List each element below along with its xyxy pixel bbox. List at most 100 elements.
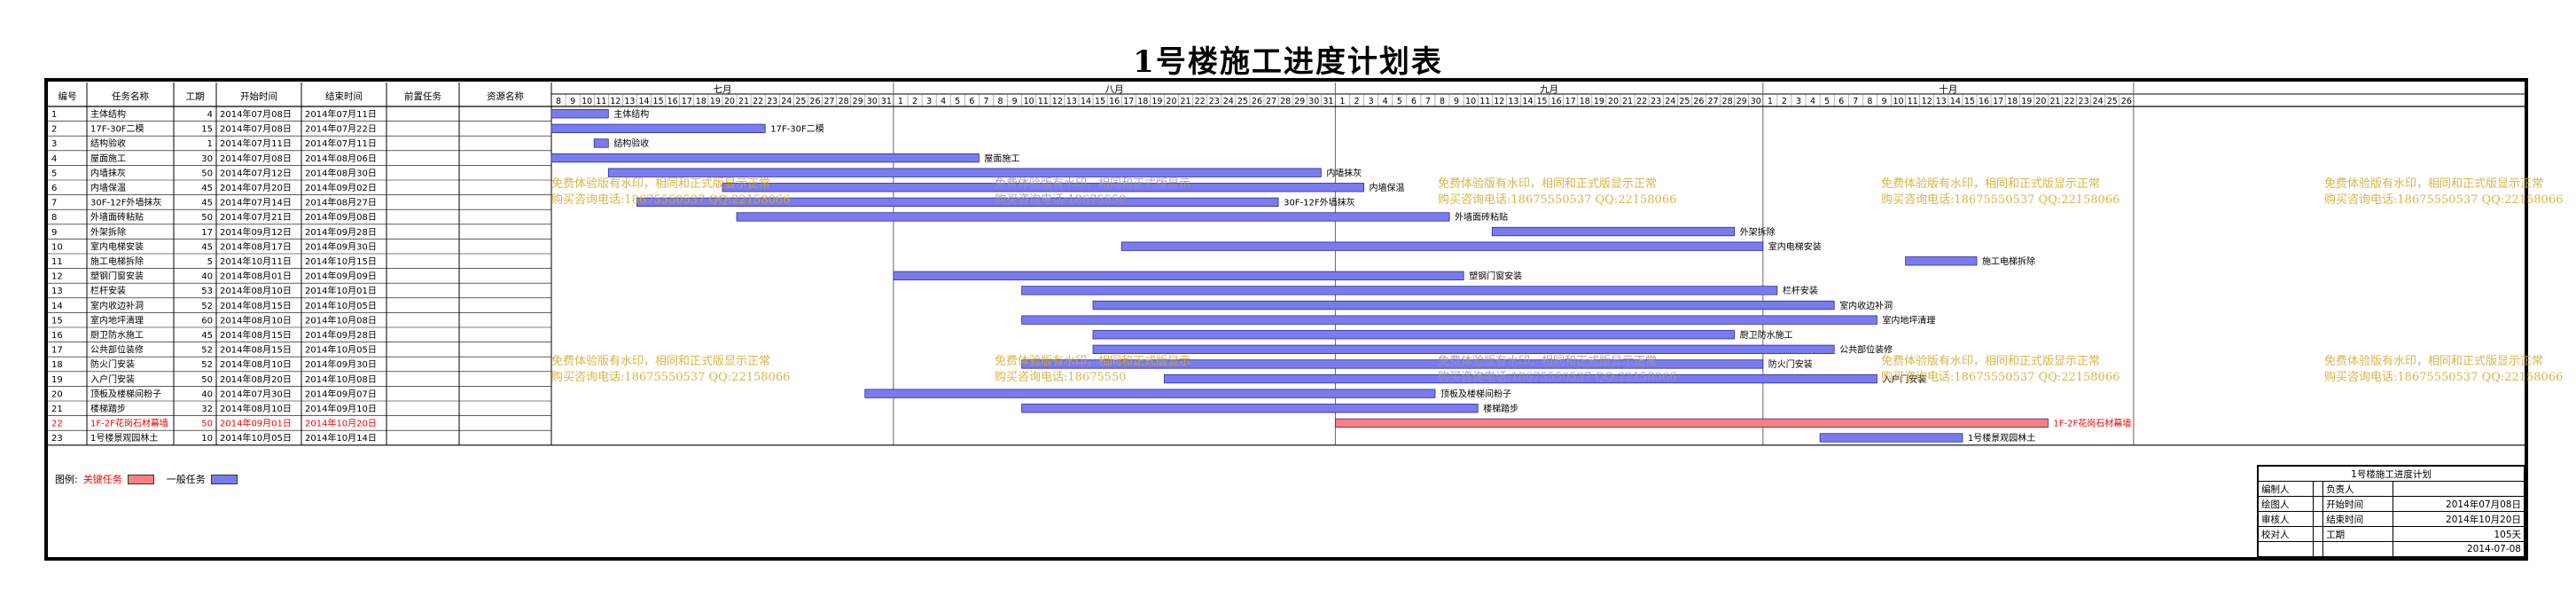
task-duration: 52	[201, 346, 213, 356]
task-duration: 53	[201, 287, 213, 296]
task-name: 入户门安装	[90, 373, 135, 385]
task-name: 室内地坪清理	[90, 314, 144, 326]
day-tick-label: 6	[1411, 97, 1417, 106]
task-duration: 45	[201, 199, 213, 208]
task-start: 2014年08月10日	[220, 358, 292, 370]
day-tick-label: 19	[2021, 97, 2032, 106]
task-bar-label: 楼梯踏步	[1483, 403, 1518, 414]
info-cell: 校对人	[2258, 526, 2314, 542]
task-id: 3	[51, 139, 57, 149]
info-cell: 开始时间	[2322, 496, 2394, 512]
info-cell	[2312, 481, 2324, 497]
task-start: 2014年07月30日	[220, 388, 292, 399]
task-start: 2014年09月01日	[220, 418, 292, 429]
task-start: 2014年07月11日	[220, 138, 292, 149]
task-start: 2014年08月20日	[220, 373, 292, 385]
task-duration: 52	[201, 360, 213, 370]
day-tick-label: 18	[2007, 97, 2018, 106]
day-tick-label: 23	[1651, 97, 1661, 106]
day-tick-label: 14	[638, 97, 649, 106]
task-start: 2014年07月14日	[220, 197, 292, 208]
task-start: 2014年08月17日	[220, 240, 292, 252]
task-name: 17F-30F二模	[90, 124, 144, 135]
task-start: 2014年08月01日	[220, 271, 292, 282]
task-end: 2014年10月05日	[305, 344, 377, 356]
task-id: 19	[51, 375, 63, 385]
info-cell	[2312, 526, 2324, 542]
task-id: 5	[51, 169, 57, 178]
task-start: 2014年10月11日	[220, 255, 292, 267]
day-tick-label: 19	[1151, 97, 1162, 106]
task-start: 2014年09月12日	[220, 226, 292, 238]
task-name: 1F-2F花岗石材幕墙	[90, 418, 168, 429]
task-duration: 1	[207, 139, 213, 149]
day-tick-label: 26	[2121, 97, 2132, 106]
day-tick-label: 10	[1893, 97, 1904, 106]
task-start: 2014年07月12日	[220, 167, 292, 178]
day-tick-label: 10	[1024, 97, 1034, 106]
task-start: 2014年07月08日	[220, 123, 292, 135]
task-duration: 5	[207, 257, 213, 267]
task-bar-label: 顶板及楼梯间粉子	[1440, 388, 1511, 399]
task-bar	[1092, 344, 1835, 355]
day-tick-label: 23	[767, 97, 777, 106]
column-header: 前置任务	[404, 90, 441, 102]
day-tick-label: 14	[1522, 97, 1533, 106]
day-tick-label: 18	[696, 97, 706, 106]
info-cell: 结束时间	[2322, 511, 2394, 527]
task-duration: 60	[201, 316, 213, 326]
day-tick-label: 13	[1508, 97, 1518, 106]
day-tick-label: 22	[1636, 97, 1647, 106]
info-cell: 负责人	[2322, 481, 2394, 497]
day-tick-label: 24	[1665, 97, 1675, 106]
day-tick-label: 24	[1223, 97, 1234, 106]
day-tick-label: 24	[781, 97, 792, 106]
task-name: 外墙面砖粘贴	[90, 211, 144, 223]
task-duration: 17	[201, 228, 213, 238]
task-id: 13	[51, 287, 63, 296]
task-end: 2014年08月30日	[305, 167, 377, 178]
task-bar-label: 栏杆安装	[1783, 285, 1818, 296]
day-tick-label: 13	[624, 97, 635, 106]
column-header: 工期	[186, 91, 205, 102]
day-tick-label: 9	[1012, 97, 1018, 106]
task-id: 17	[51, 346, 63, 356]
day-tick-label: 29	[1294, 97, 1305, 106]
task-bar	[1335, 418, 2049, 428]
task-name: 1号楼景观园林土	[90, 432, 158, 444]
task-end: 2014年09月28日	[305, 226, 377, 238]
task-name: 屋面施工	[90, 153, 126, 164]
day-tick-label: 6	[969, 97, 974, 106]
legend-normal-swatch	[210, 474, 238, 484]
task-end: 2014年09月28日	[305, 329, 377, 341]
day-tick-label: 23	[2079, 97, 2089, 106]
task-duration: 32	[201, 405, 213, 414]
day-tick-label: 16	[1979, 97, 1989, 106]
page-title: 1号楼施工进度计划表	[1133, 44, 1443, 80]
day-tick-label: 16	[1551, 97, 1562, 106]
task-end: 2014年10月01日	[305, 285, 377, 296]
task-id: 15	[51, 316, 63, 326]
day-tick-label: 10	[1465, 97, 1476, 106]
day-tick-label: 20	[2035, 97, 2046, 106]
task-start: 2014年08月15日	[220, 300, 292, 311]
day-tick-label: 11	[1038, 97, 1049, 106]
task-bar-label: 内墙保温	[1370, 182, 1405, 193]
day-tick-label: 4	[1383, 97, 1388, 106]
task-start: 2014年07月08日	[220, 108, 292, 120]
day-tick-label: 1	[1768, 97, 1773, 106]
info-cell	[2312, 541, 2324, 557]
day-tick-label: 1	[898, 97, 903, 106]
day-tick-label: 27	[824, 97, 835, 106]
task-bar-label: 室内电梯安装	[1768, 240, 1822, 252]
day-tick-label: 15	[653, 97, 664, 106]
day-tick-label: 5	[955, 97, 960, 106]
day-tick-label: 11	[1908, 97, 1918, 106]
day-tick-label: 22	[2064, 97, 2074, 106]
task-bar-label: 30F-12F外墙抹灰	[1284, 197, 1355, 208]
task-bar-label: 室内收边补洞	[1839, 300, 1893, 311]
info-cell	[2393, 481, 2525, 497]
day-tick-label: 8	[1440, 97, 1445, 106]
task-bar-label: 厨卫防水施工	[1740, 329, 1793, 341]
task-duration: 4	[207, 110, 213, 120]
